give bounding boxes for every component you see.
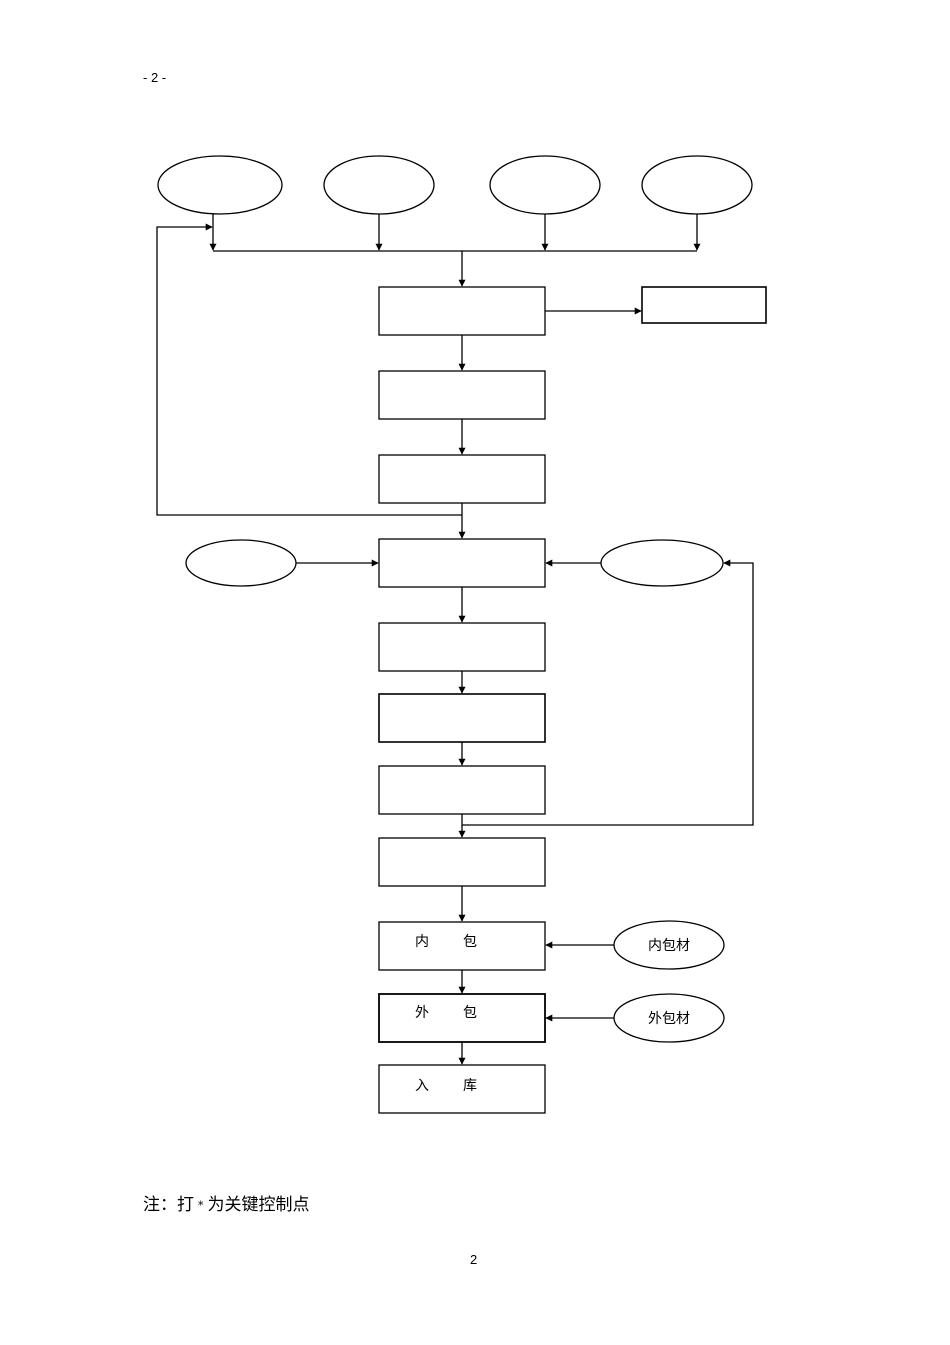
note-prefix: 注：打 (143, 1195, 194, 1215)
raw-material-node-1 (157, 155, 283, 215)
raw-material-node-2 (323, 155, 435, 215)
storage-label-left: 入 (415, 1078, 429, 1094)
header-page-label: - 2 - (143, 70, 167, 85)
input-ellipse-left (185, 539, 297, 587)
outer-pack-box (378, 993, 546, 1043)
feedback-loop-right (462, 559, 754, 826)
footer-page-number: 2 (470, 1252, 478, 1267)
note-star: * (198, 1199, 204, 1212)
feedback-loop-left (156, 223, 462, 516)
process-box-3 (378, 454, 546, 504)
outer-pack-label-right: 包 (463, 1005, 477, 1021)
storage-label-right: 库 (463, 1078, 477, 1094)
note-suffix: 为关键控制点 (207, 1195, 310, 1215)
storage-box (378, 1064, 546, 1114)
process-box-8 (378, 837, 546, 887)
process-box-5 (378, 622, 546, 672)
inner-pack-box (378, 921, 546, 971)
inner-pack-label-right: 包 (463, 934, 477, 950)
input-ellipse-right (600, 539, 724, 587)
process-box-6 (378, 693, 546, 743)
outer-material-label: 外包材 (648, 1011, 690, 1027)
process-box-4 (378, 538, 546, 588)
process-box-2 (378, 370, 546, 420)
process-box-1 (378, 286, 546, 336)
outer-pack-label-left: 外 (415, 1005, 429, 1021)
inner-pack-label-left: 内 (415, 934, 429, 950)
raw-material-node-3 (489, 155, 601, 215)
raw-material-node-4 (641, 155, 753, 215)
side-output-box (641, 286, 767, 324)
process-box-7 (378, 765, 546, 815)
key-control-note: 注：打 *为关键控制点 (143, 1190, 310, 1215)
inner-material-label: 内包材 (648, 938, 690, 954)
